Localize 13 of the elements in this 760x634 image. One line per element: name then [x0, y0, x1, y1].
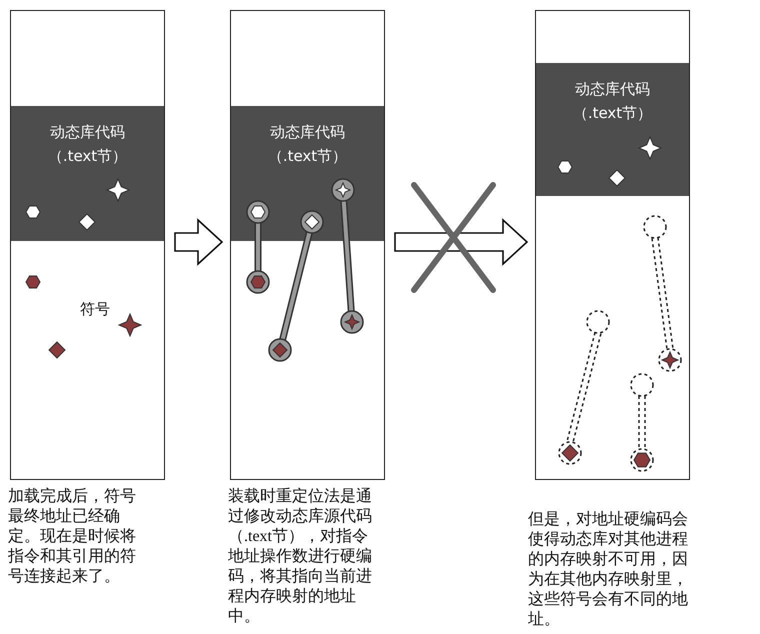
memory-column: [535, 10, 690, 480]
memory-column: [10, 10, 165, 480]
section-title: 动态库代码（.text节）: [268, 122, 348, 167]
section-title: 动态库代码（.text节）: [572, 79, 652, 124]
code-section-band: [536, 63, 689, 196]
symbol-label: 符号: [80, 300, 110, 319]
section-title: 动态库代码（.text节）: [48, 122, 128, 167]
caption-text: 加载完成后，符号最终地址已经确定。现在是时候将指令和其引用的符号连接起来了。: [8, 487, 137, 587]
code-section-band: [231, 106, 384, 241]
memory-column: [230, 10, 385, 480]
caption-text: 但是，对地址硬编码会使得动态库对其他进程的内存映射不可用，因为在其他内存映射里，这些符号会有不同的地址。: [528, 510, 689, 630]
code-section-band: [11, 106, 164, 241]
caption-text: 装载时重定位法是通过修改动态库源代码（.text节），对指令地址操作数进行硬编码，将其指向当前进程内存映射的地址中。: [228, 487, 373, 627]
